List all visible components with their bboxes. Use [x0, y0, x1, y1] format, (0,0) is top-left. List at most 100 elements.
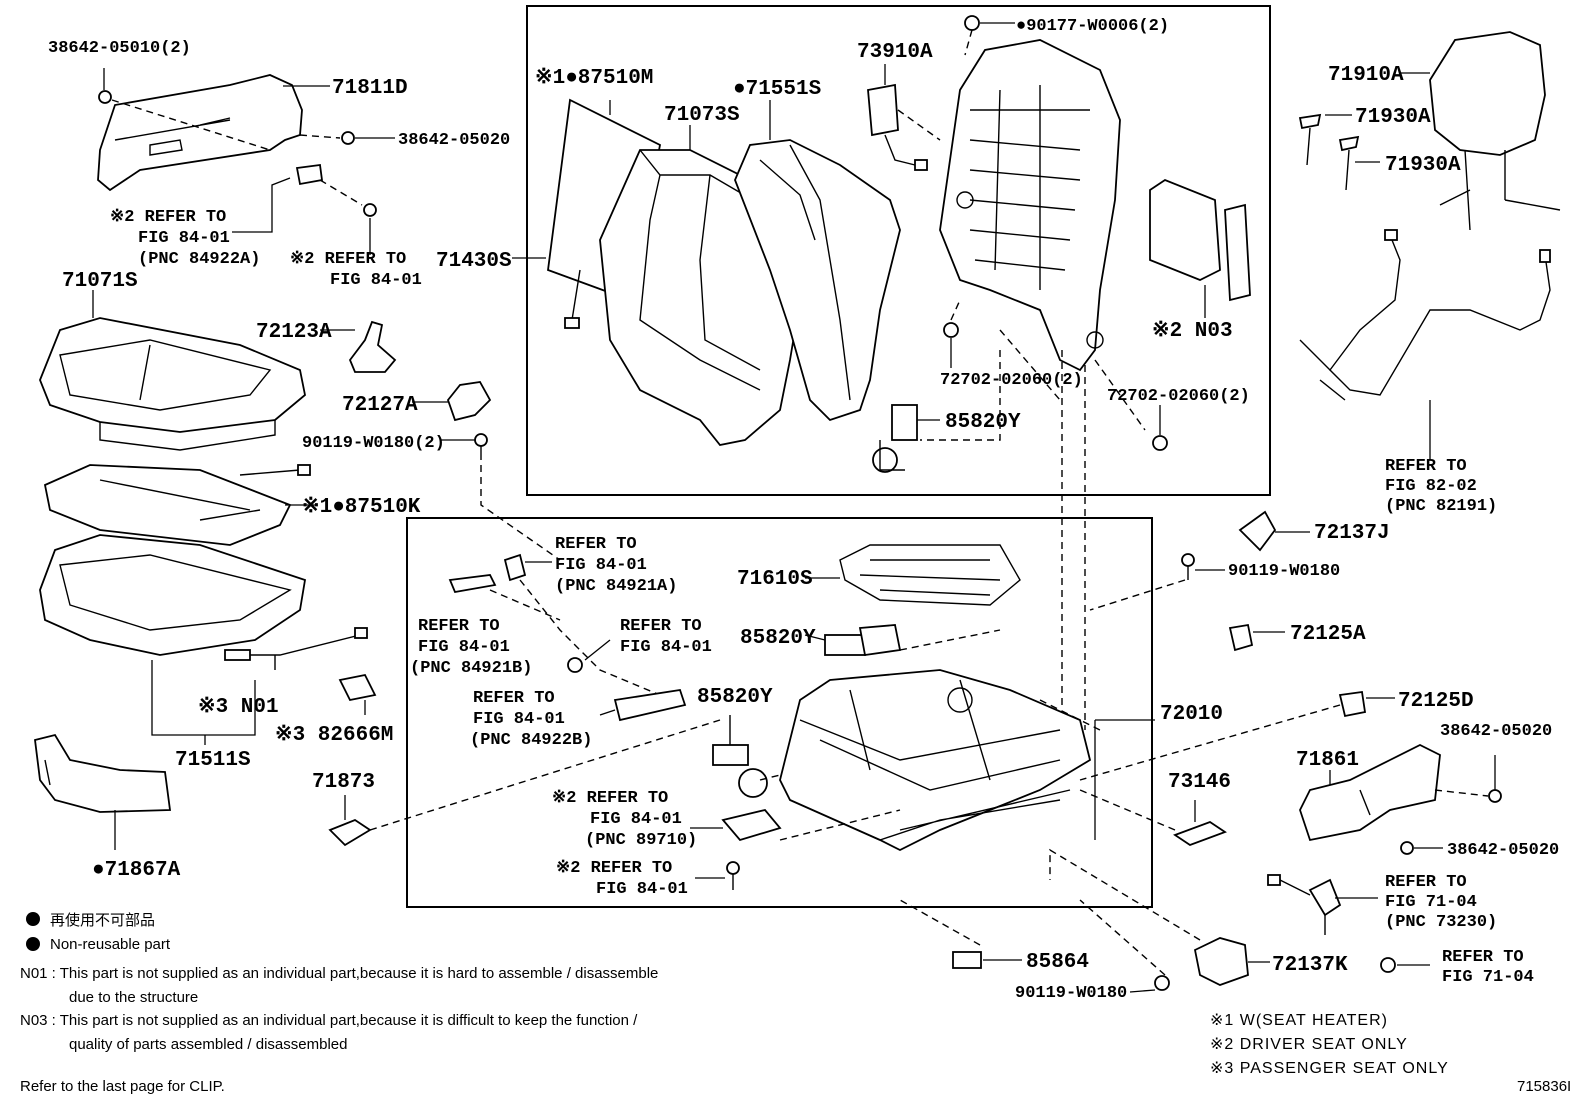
switch-73910a: [867, 83, 928, 171]
ref-8401-c-line2: FIG 84-01: [596, 880, 688, 899]
switch-84921b: [448, 574, 497, 594]
lumbar-n03: [1149, 178, 1251, 302]
bolt-ref-8401: [726, 861, 740, 890]
ref-84921b-line3: (PNC 84921B): [410, 659, 532, 678]
ref-8401-b-line2: FIG 84-01: [620, 638, 712, 657]
bolt-90119-w0180-r: [1181, 553, 1195, 580]
label-n03: ※2 N03: [1152, 319, 1233, 343]
ref-82191-line2: FIG 82-02: [1385, 477, 1477, 496]
label-90177-w0006: ●90177-W0006(2): [1016, 17, 1169, 36]
label-38642-05010: 38642-05010(2): [48, 39, 191, 58]
cover-72137j: [1238, 510, 1277, 552]
note-n03-line1: N03 : This part is not supplied as an in…: [20, 1012, 638, 1029]
clip-71873: [328, 818, 372, 847]
motor-85820y-top: [872, 404, 918, 473]
label-n01: ※3 N01: [198, 695, 279, 719]
seat-track-72010: [779, 669, 1092, 852]
label-85864: 85864: [1026, 951, 1089, 974]
label-38642-05020-top: 38642-05020: [398, 131, 510, 150]
seatback-pad-71551s: [734, 139, 901, 422]
ref-84921b-line1: REFER TO: [418, 617, 500, 636]
ref-84922b-line3: (PNC 84922B): [470, 731, 592, 750]
bracket-73146: [1173, 820, 1227, 847]
ref-84921a-line3: (PNC 84921A): [555, 577, 677, 596]
ref-73230-line2: FIG 71-04: [1385, 893, 1477, 912]
label-72702-02060-a: 72702-02060(2): [940, 371, 1083, 390]
ref-73230-line3: (PNC 73230): [1385, 913, 1497, 932]
label-73146: 73146: [1168, 771, 1231, 794]
seat-heater-87510k: [43, 464, 311, 546]
ref-8401-b-line1: REFER TO: [620, 617, 702, 636]
label-72137j: 72137J: [1314, 522, 1390, 545]
legend-jp: 再使用不可部品: [50, 912, 155, 929]
ref-7104-line1: REFER TO: [1442, 948, 1524, 967]
label-72125a: 72125A: [1290, 623, 1366, 646]
wire-harness: [1299, 229, 1551, 401]
label-38642-05020-r1: 38642-05020: [1440, 722, 1552, 741]
label-71873: 71873: [312, 771, 375, 794]
label-71867a: ●71867A: [92, 859, 181, 882]
label-90119-w0180-b: 90119-W0180: [1015, 984, 1127, 1003]
label-72137k: 72137K: [1272, 954, 1348, 977]
label-90119-w0180-2: 90119-W0180(2): [302, 434, 445, 453]
seat-pad-71511s: [39, 534, 307, 656]
side-cover-71861: [1299, 743, 1441, 842]
motor-85820y-mid: [824, 624, 902, 657]
label-71811d: 71811D: [332, 77, 408, 100]
clip-82666m: [338, 673, 377, 702]
buckle-73230: [1267, 874, 1342, 935]
ref-84922b-line1: REFER TO: [473, 689, 555, 708]
label-90119-w0180-r: 90119-W0180: [1228, 562, 1340, 581]
ref-84922b-line2: FIG 84-01: [473, 710, 565, 729]
label-71910a: 71910A: [1328, 64, 1404, 87]
motor-85820y-low: [712, 715, 768, 798]
label-71861: 71861: [1296, 749, 1359, 772]
ref-89710-line2: FIG 84-01: [590, 810, 682, 829]
ref-84922a-line1: ※2 REFER TO: [110, 208, 226, 227]
ref-8401-a-line2: FIG 84-01: [330, 271, 422, 290]
seatback-frame: [939, 39, 1121, 372]
note-n01-line2: due to the structure: [69, 989, 198, 1006]
legend-en: Non-reusable part: [50, 936, 171, 953]
seatback-group-frame: [526, 5, 1271, 496]
ref-73230-line1: REFER TO: [1385, 873, 1467, 892]
label-71930a-a: 71930A: [1355, 106, 1431, 129]
clip-72125d: [1338, 690, 1367, 718]
front-cover-71867a: [34, 733, 172, 813]
bracket-72127a: [446, 381, 492, 422]
cover-72137k: [1193, 937, 1249, 986]
label-85820y-top: 85820Y: [945, 411, 1021, 434]
key-passenger-seat: ※3 PASSENGER SEAT ONLY: [1210, 1060, 1449, 1077]
ref-8401-a-line1: ※2 REFER TO: [290, 250, 406, 269]
ref-89710-line3: (PNC 89710): [585, 831, 697, 850]
screw-ref: [567, 657, 583, 673]
label-38642-05020-r2: 38642-05020: [1447, 841, 1559, 860]
ref-82191-line1: REFER TO: [1385, 457, 1467, 476]
label-73910a: 73910A: [857, 41, 933, 64]
clip-72125a: [1228, 623, 1254, 652]
label-71610s: 71610S: [737, 568, 813, 591]
block-85864: [952, 951, 982, 969]
connector-84921a: [503, 553, 527, 582]
bullet-icon-en: [26, 937, 40, 951]
bolt-72702-02060: [1152, 435, 1168, 451]
ref-84921a-line1: REFER TO: [555, 535, 637, 554]
label-72702-02060-b: 72702-02060(2): [1107, 387, 1250, 406]
ref-84922a-line2: FIG 84-01: [138, 229, 230, 248]
ref-8401-c-line1: ※2 REFER TO: [556, 859, 672, 878]
figure-number: 715836I: [1517, 1078, 1571, 1095]
switch-84922b: [613, 688, 687, 722]
spring-71610s: [839, 544, 1021, 606]
headrest-71910a: [1429, 31, 1561, 231]
ref-84921b-line2: FIG 84-01: [418, 638, 510, 657]
label-71511s: 71511S: [175, 749, 251, 772]
bracket-72123a: [348, 320, 397, 373]
ref-7104-line2: FIG 71-04: [1442, 968, 1534, 987]
seat-cushion-71071s: [39, 317, 306, 451]
label-72123a: 72123A: [256, 321, 332, 344]
key-driver-seat: ※2 DRIVER SEAT ONLY: [1210, 1036, 1408, 1053]
bolt-90119-w0180: [474, 433, 488, 460]
key-seat-heater: ※1 W(SEAT HEATER): [1210, 1012, 1388, 1029]
label-85820y-mid: 85820Y: [740, 627, 816, 650]
